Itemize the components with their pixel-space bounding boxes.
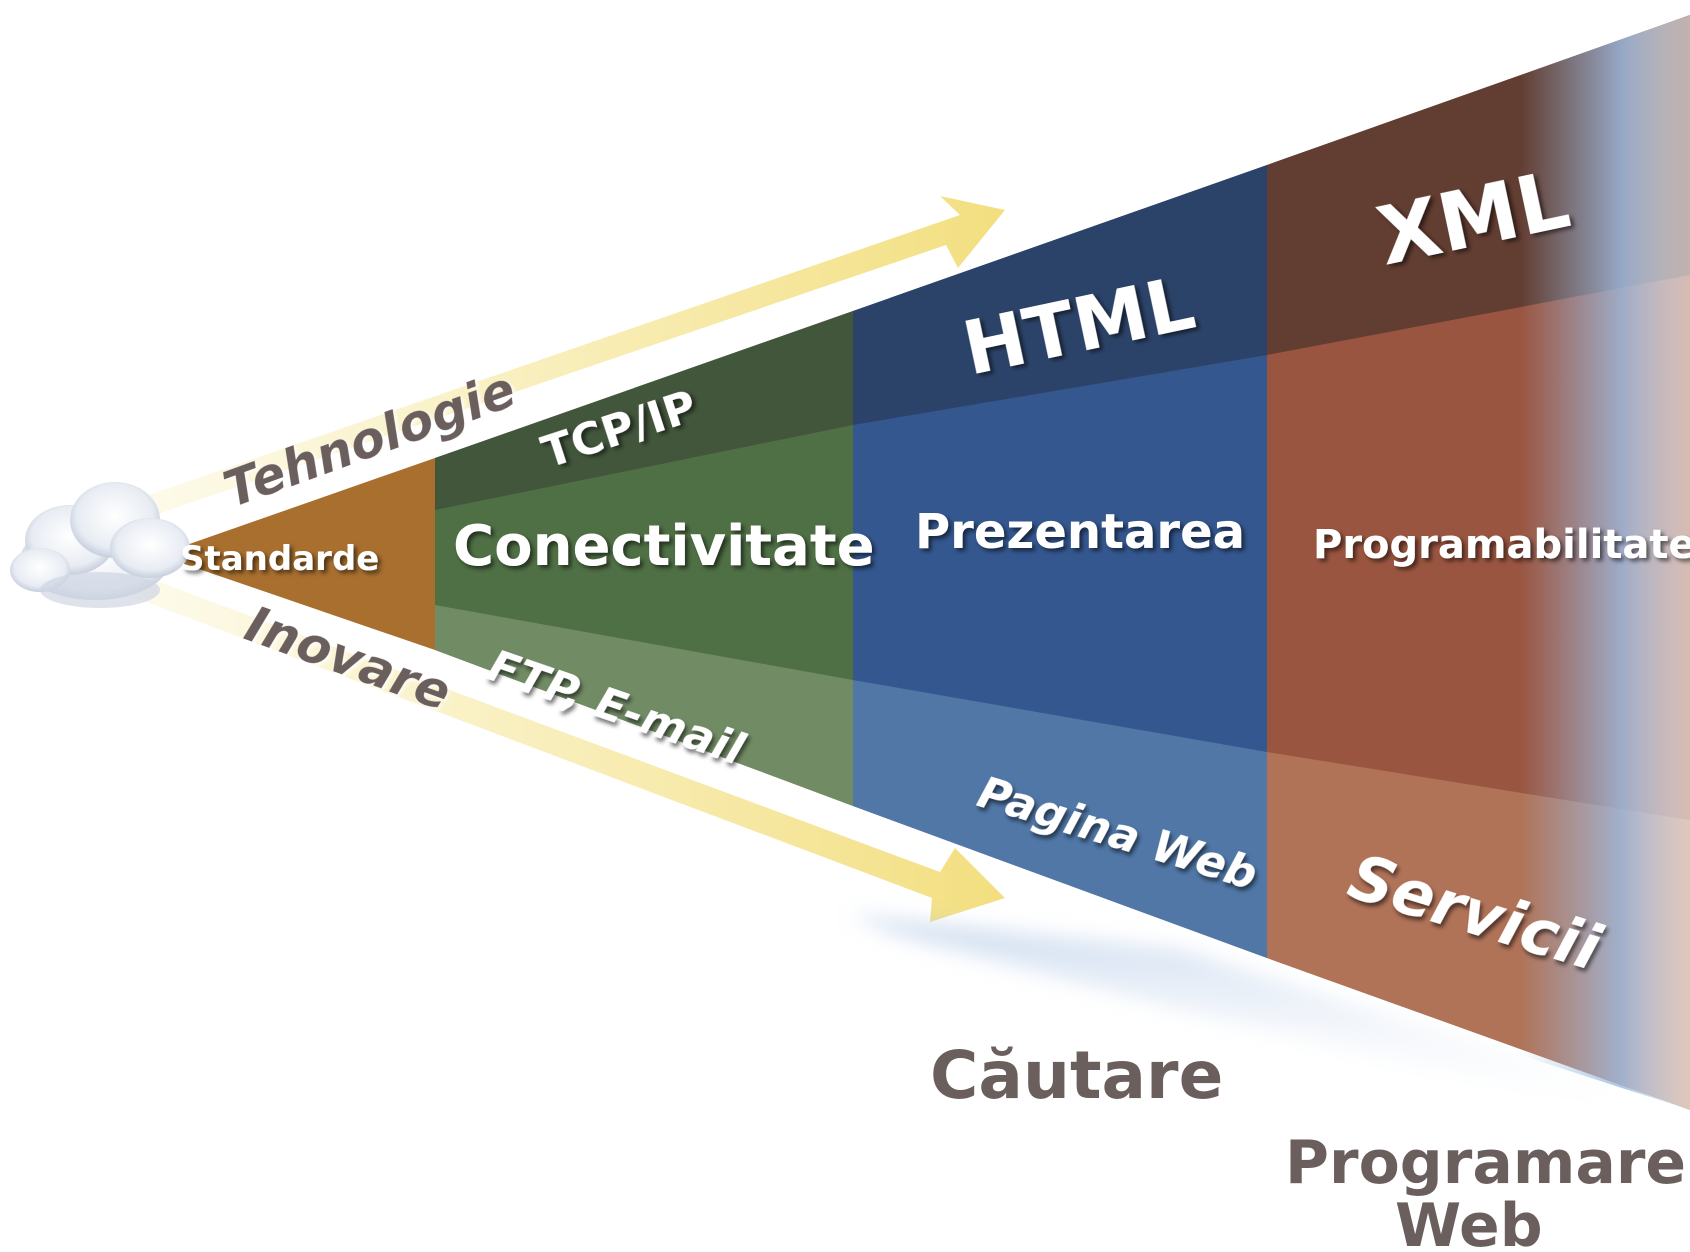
fan-glow: [850, 915, 1690, 1130]
innovation-arrow: [120, 575, 1005, 922]
label-standarde: Standarde: [180, 539, 379, 579]
segment-conectivitate-bottom-band: [435, 605, 853, 806]
label-cautare: Căutare: [930, 1037, 1223, 1114]
segment-standarde: [158, 458, 435, 650]
label-programare: Programare: [1285, 1128, 1686, 1198]
segment-prezentarea-bottom-band: [853, 680, 1267, 958]
cloud-icon: [10, 482, 190, 608]
label-conectivitate: Conectivitate: [453, 514, 875, 579]
label-web: Web: [1395, 1191, 1543, 1252]
label-programabilitate: Programabilitate: [1313, 522, 1690, 568]
technology-arrow: [120, 196, 1005, 520]
right-edge-fade: [1520, 15, 1690, 1110]
segment-prezentarea-top-band: [853, 165, 1267, 425]
label-prezentarea: Prezentarea: [915, 504, 1245, 560]
segment-conectivitate-top-band: [435, 311, 853, 510]
